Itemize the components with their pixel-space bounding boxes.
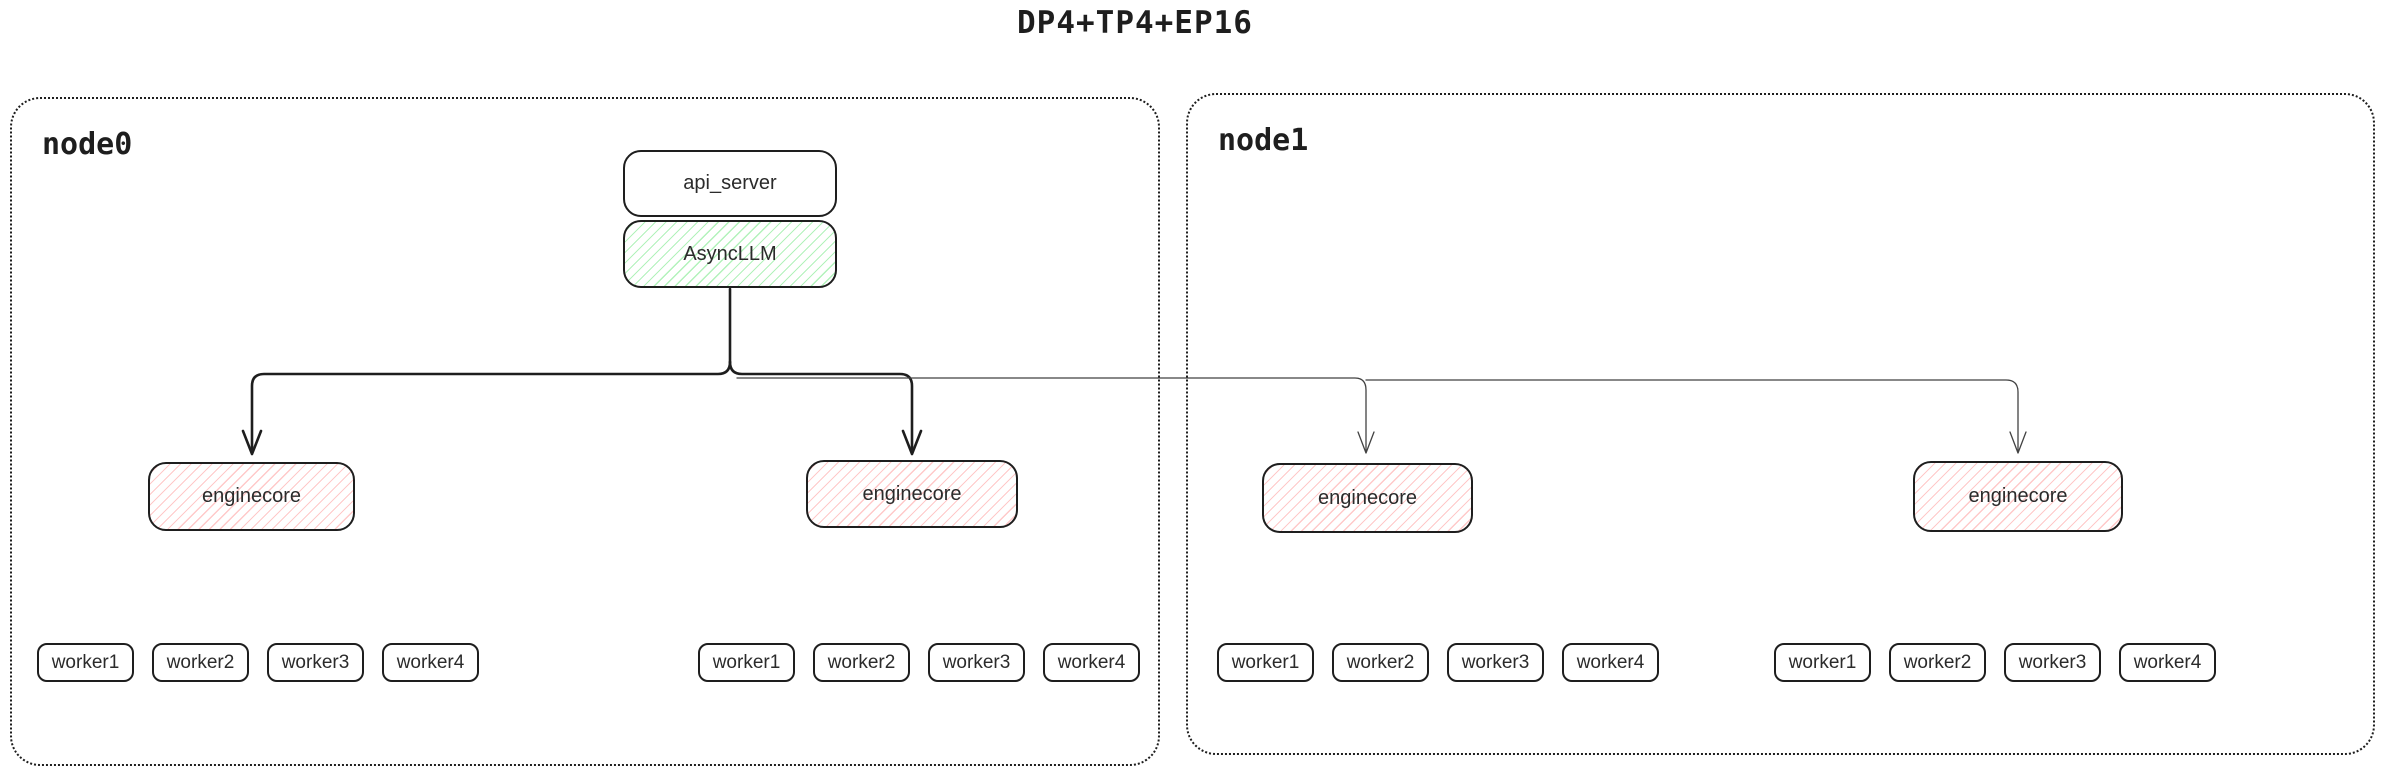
worker-box: worker3 [2004,643,2101,682]
worker-box: worker4 [2119,643,2216,682]
worker-box: worker2 [1332,643,1429,682]
worker-label: worker2 [1346,651,1415,673]
worker-label: worker3 [942,651,1011,673]
worker-box: worker3 [928,643,1025,682]
worker-label: worker1 [1231,651,1300,673]
worker-label: worker2 [166,651,235,673]
diagram-title: DP4+TP4+EP16 [1017,5,1253,41]
worker-box: worker1 [37,643,134,682]
worker-group: worker1 worker2 worker3 worker4 [1217,643,1659,682]
worker-box: worker2 [1889,643,1986,682]
worker-group: worker1 worker2 worker3 worker4 [1774,643,2216,682]
api-server-box: api_server [623,150,837,217]
worker-box: worker4 [1043,643,1140,682]
worker-label: worker2 [827,651,896,673]
worker-box: worker1 [1774,643,1871,682]
enginecore-label: enginecore [1968,485,2068,507]
enginecore-label: enginecore [862,482,962,505]
worker-group: worker1 worker2 worker3 worker4 [37,643,479,682]
worker-box: worker3 [267,643,364,682]
api-server-label: api_server [683,172,777,194]
worker-box: worker3 [1447,643,1544,682]
enginecore-box: enginecore [1262,463,1473,533]
enginecore-box: enginecore [1913,461,2123,532]
worker-label: worker4 [396,651,465,673]
enginecore-box: enginecore [148,462,355,531]
worker-box: worker1 [1217,643,1314,682]
worker-box: worker4 [1562,643,1659,682]
worker-label: worker3 [2018,651,2087,673]
worker-label: worker2 [1903,651,1972,673]
worker-box: worker2 [813,643,910,682]
enginecore-label: enginecore [1318,486,1417,509]
worker-label: worker4 [1576,651,1645,673]
asyncllm-label: AsyncLLM [683,242,777,265]
worker-label: worker4 [2133,651,2202,673]
worker-box: worker1 [698,643,795,682]
enginecore-box: enginecore [806,460,1018,528]
node1-label: node1 [1218,123,1309,158]
worker-label: worker1 [712,651,781,673]
worker-label: worker1 [1788,651,1857,673]
worker-box: worker4 [382,643,479,682]
worker-box: worker2 [152,643,249,682]
worker-label: worker1 [51,651,120,673]
worker-label: worker3 [1461,651,1530,673]
enginecore-label: enginecore [202,485,301,507]
node0-label: node0 [42,127,133,162]
asyncllm-box: AsyncLLM [623,220,837,288]
worker-label: worker4 [1057,651,1126,673]
worker-label: worker3 [281,651,350,673]
worker-group: worker1 worker2 worker3 worker4 [698,643,1140,682]
